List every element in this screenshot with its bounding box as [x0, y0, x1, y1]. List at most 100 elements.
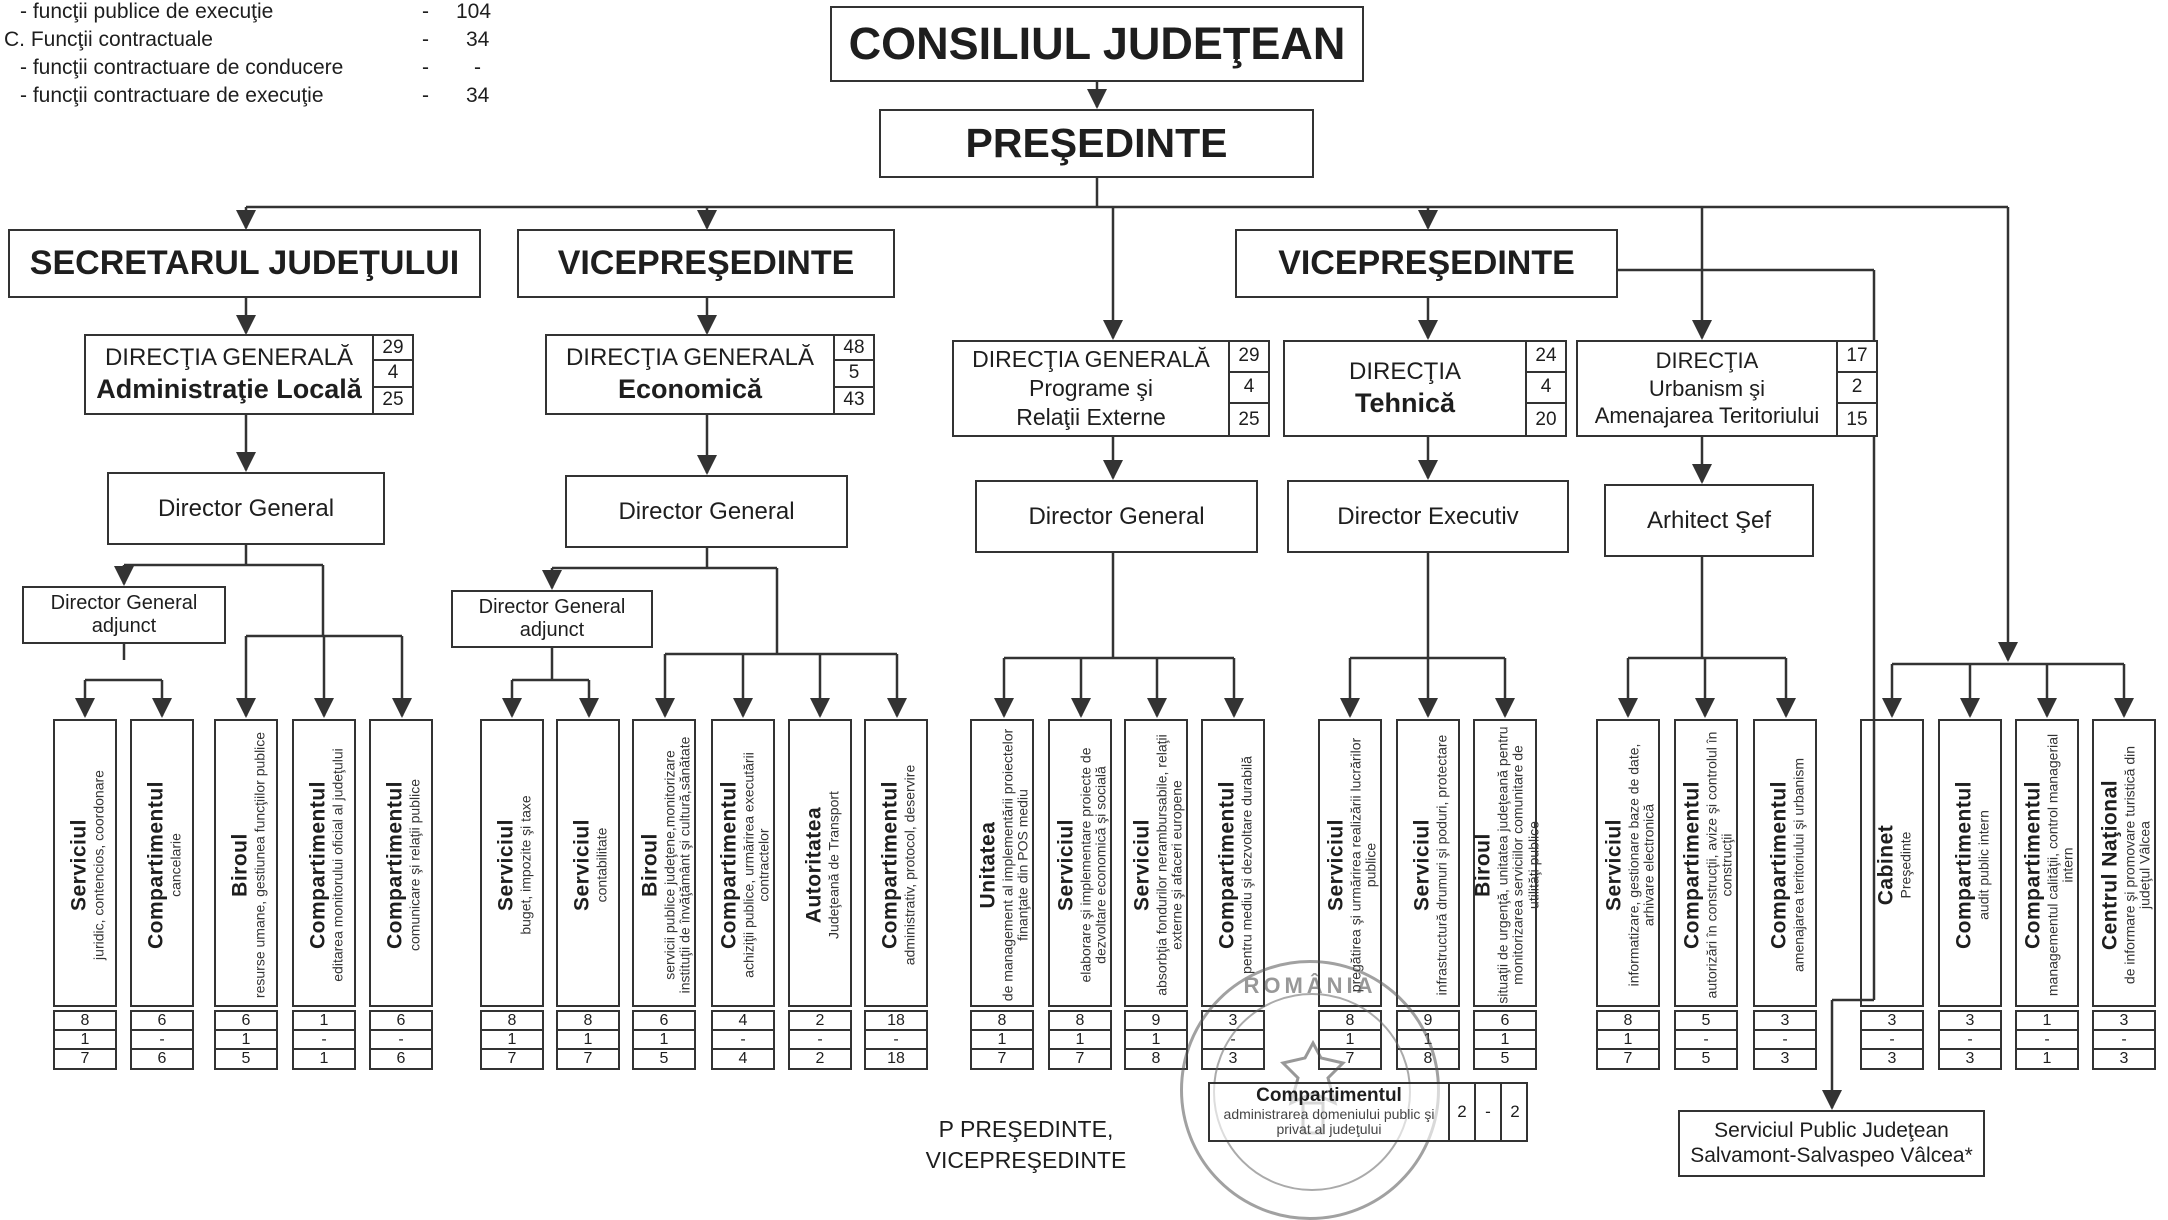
unit-title: Compartimentul — [306, 781, 330, 950]
unit-description: Preşedinte — [1896, 831, 1913, 899]
unit-total: 8 — [53, 1010, 117, 1031]
secretary-box: SECRETARUL JUDEŢULUI — [8, 229, 481, 298]
unit-execution: 7 — [556, 1050, 620, 1070]
unit-total: 6 — [632, 1010, 696, 1031]
unit-total: 1 — [2015, 1010, 2079, 1031]
unit-management: 1 — [1596, 1031, 1660, 1050]
unit-management: - — [1753, 1031, 1817, 1050]
unit-description: Judeţeană de Transport — [824, 791, 841, 939]
directorate-label: DIRECŢIA Tehnică — [1285, 342, 1525, 435]
unit-description: de management al implementării proiectel… — [999, 728, 1031, 1002]
legend-label: - funcţii contractuare de conducere — [20, 56, 344, 79]
salvamont-line1: Serviciul Public Judeţean — [1714, 1119, 1949, 1143]
salvamont-line2: Salvamont-Salvaspeo Vâlcea* — [1690, 1143, 1973, 1167]
unit-description: resurse umane, gestiunea funcţiilor publ… — [250, 731, 267, 999]
directorate-total: 29 — [372, 336, 412, 362]
deputy-director-box: Director General adjunct — [451, 590, 653, 648]
legend-label: C. Funcţii contractuale — [4, 28, 213, 51]
legend-value: 34 — [466, 84, 490, 107]
unit-title: Serviciul — [1054, 818, 1078, 912]
directorate-line1: DIRECŢIA — [1655, 348, 1759, 374]
directorate-total: 48 — [833, 336, 873, 362]
unit-total: 1 — [292, 1010, 356, 1031]
unit-management: 1 — [53, 1031, 117, 1050]
seal-text: ROMÂNIA — [1243, 973, 1377, 998]
unit-execution: 7 — [970, 1050, 1034, 1070]
unit-total: 8 — [1048, 1010, 1112, 1031]
directorate-line1: DIRECŢIA GENERALĂ — [104, 343, 354, 371]
caption-line2: VICEPREŞEDINTE — [925, 1147, 1127, 1174]
unit-description: autorizări în construcţii, avize şi cont… — [1703, 731, 1735, 999]
unit-execution: 18 — [864, 1050, 928, 1070]
compartment-management: - — [1476, 1084, 1502, 1140]
directorate-programs: DIRECŢIA GENERALĂ Programe şi Relaţii Ex… — [952, 340, 1270, 437]
compartment-execution: 2 — [1510, 1102, 1520, 1121]
unit-description: audit public intern — [1974, 810, 1991, 920]
legend-label: - funcţii contractuare de execuţie — [20, 84, 324, 107]
directorate-line2: Economică — [617, 373, 763, 404]
unit-total: 8 — [970, 1010, 1034, 1031]
unit-management: 1 — [1124, 1031, 1188, 1050]
salvamont-service-box: Serviciul Public Judeţean Salvamont-Salv… — [1678, 1110, 1985, 1177]
unit-description: administrativ, protocol, deservire — [900, 764, 917, 966]
unit-title: Compartimentul — [144, 781, 168, 950]
unit-total: 5 — [1674, 1010, 1738, 1031]
unit-total: 6 — [214, 1010, 278, 1031]
unit-execution: 3 — [1860, 1050, 1924, 1070]
directorate-administration: DIRECŢIA GENERALĂ Administraţie Locală 2… — [84, 334, 414, 415]
unit-total: 8 — [1596, 1010, 1660, 1031]
directorate-management: 4 — [1525, 372, 1565, 405]
legend-dash: - — [422, 56, 429, 79]
unit-execution: 8 — [1124, 1050, 1188, 1070]
unit-description: editarea monitorului oficial al judeţulu… — [328, 748, 345, 982]
unit-total: 3 — [1938, 1010, 2002, 1031]
vicepresident-box-1: VICEPREŞEDINTE — [517, 229, 895, 298]
legend-dash: - — [422, 0, 429, 23]
unit-execution: 6 — [130, 1050, 194, 1070]
unit-management: 1 — [970, 1031, 1034, 1050]
unit-management: - — [1860, 1031, 1924, 1050]
unit-execution: 3 — [1753, 1050, 1817, 1070]
unit-total: 8 — [480, 1010, 544, 1031]
unit-total: 6 — [369, 1010, 433, 1031]
unit-title: Autoritatea — [802, 806, 826, 924]
unit-total: 3 — [1753, 1010, 1817, 1031]
directorate-line1: DIRECŢIA GENERALĂ — [972, 346, 1210, 373]
unit-title: Unitatea — [976, 821, 1000, 909]
directorate-line2: Urbanism şi — [1648, 375, 1766, 401]
unit-total: 18 — [864, 1010, 928, 1031]
legend-value: 104 — [456, 0, 492, 23]
unit-title: Compartimentul — [1767, 781, 1791, 950]
unit-execution: 5 — [632, 1050, 696, 1070]
director-general-box: Director General — [565, 475, 848, 548]
unit-description: buget, impozite şi taxe — [516, 795, 533, 935]
unit-management: 1 — [1473, 1031, 1537, 1050]
director-general-box: Director General — [975, 480, 1258, 553]
unit-execution: 1 — [2015, 1050, 2079, 1070]
directorate-management: 5 — [833, 361, 873, 388]
unit-title: Compartimentul — [878, 781, 902, 950]
unit-execution: 7 — [1596, 1050, 1660, 1070]
directorate-line3: Amenajarea Teritoriului — [1594, 403, 1820, 429]
